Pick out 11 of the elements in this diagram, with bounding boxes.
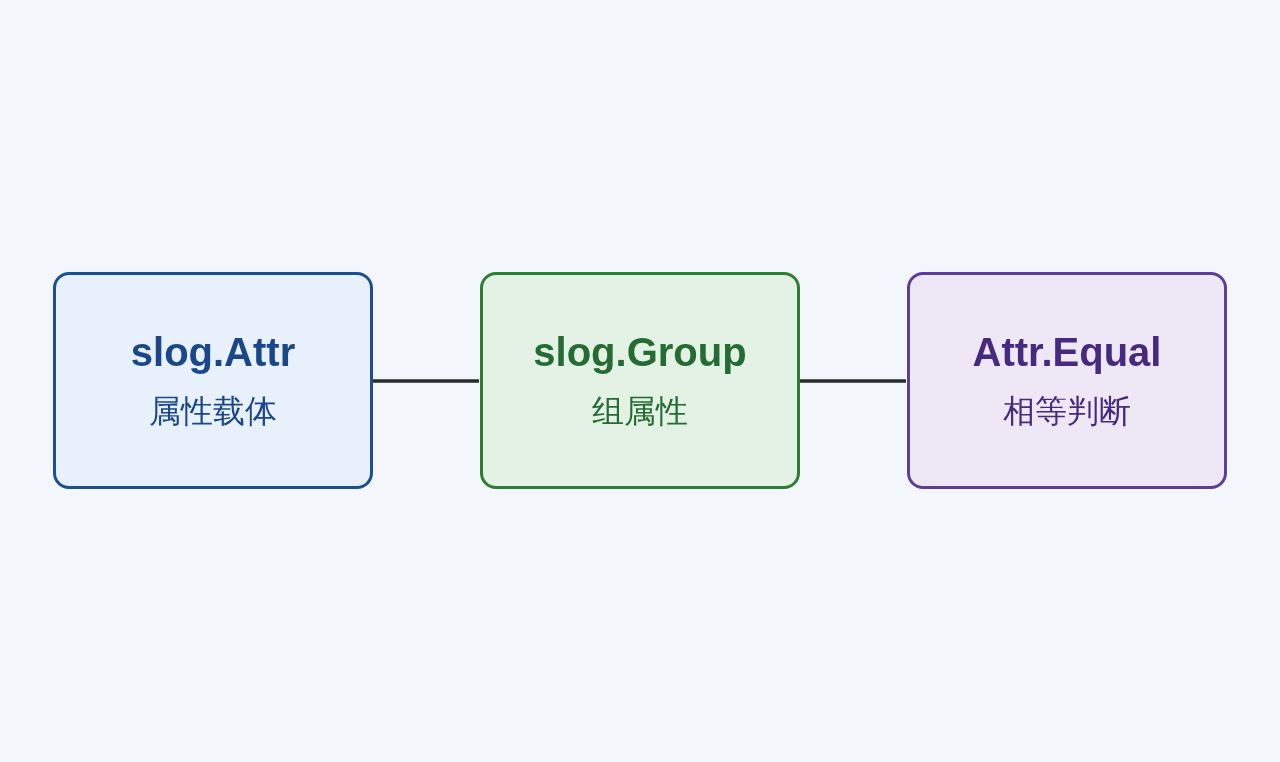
node-subtitle: 属性载体	[149, 390, 277, 432]
node-subtitle: 组属性	[592, 390, 688, 432]
connector-line	[371, 379, 479, 383]
node-title: slog.Attr	[130, 328, 296, 376]
process-box	[907, 272, 1227, 489]
node-subtitle: 相等判断	[1003, 390, 1131, 432]
node-title: slog.Group	[533, 328, 747, 376]
node-title: Attr.Equal	[972, 328, 1162, 376]
connector-line	[798, 379, 906, 383]
process-box	[480, 272, 800, 489]
process-box	[53, 272, 373, 489]
